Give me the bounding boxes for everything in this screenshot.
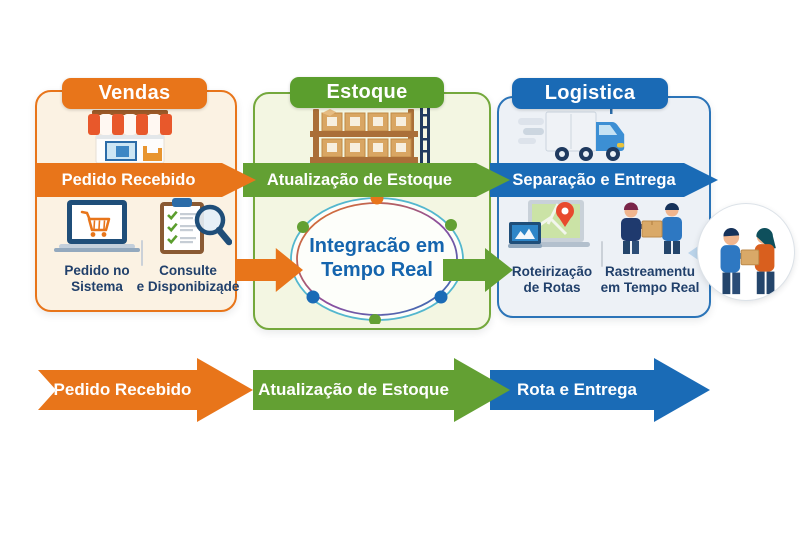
consulte-disponibilidade-label: Consulte e Disponibiząde [136,263,240,294]
integration-label: Integracão em Tempo Real [309,235,445,281]
roteirizacao-label: Roteirização de Rotas [511,264,593,295]
delivery-handoff-people-icon [697,203,795,301]
vendas-title-badge: Vendas [62,78,207,109]
estoque-title-badge: Estoque [290,77,444,108]
vendas-title: Vendas [98,82,171,104]
flow-step-rota-entrega: Rota e Entrega [490,358,710,422]
flow-step-pedido-recebido: Pedido Recebido [38,358,253,422]
estoque-banner: Atualização de Estoque [243,163,510,197]
vendas-banner-label: Pedido Recebido [61,170,196,189]
rastreamento-label: Rastreamentu em Tempo Real [600,264,700,295]
storefront-icon [80,110,180,165]
estoque-banner-label: Atualização de Estoque [266,170,453,189]
delivery-truck-icon [518,106,640,163]
logistica-banner-label: Separação e Entrega [512,170,676,189]
estoque-title: Estoque [326,81,408,103]
integration-ring [287,191,467,326]
checklist-magnifier-icon [152,194,232,258]
logistica-banner: Separação e Entrega [490,163,718,197]
flow-label-rota: Rota e Entrega [517,380,637,399]
pedido-sistema-label: Pedido no Sistema [64,263,130,294]
logistica-title-badge: Logistica [512,78,668,109]
vendas-banner: Pedido Recebido [35,163,256,197]
logistica-items-divider [601,241,603,267]
flow-label-pedido: Pedido Recebido [53,380,192,399]
logistica-title: Logistica [544,82,636,104]
flow-label-atualizacao: Atualização de Estoque [258,380,449,399]
package-handoff-icon [608,198,696,256]
vendas-items-divider [141,240,143,266]
flow-step-atualizacao-estoque: Atualização de Estoque [253,358,510,422]
warehouse-shelves-icon [308,106,436,163]
laptop-shopping-cart-icon [52,198,142,256]
route-map-laptop-icon [508,198,596,256]
